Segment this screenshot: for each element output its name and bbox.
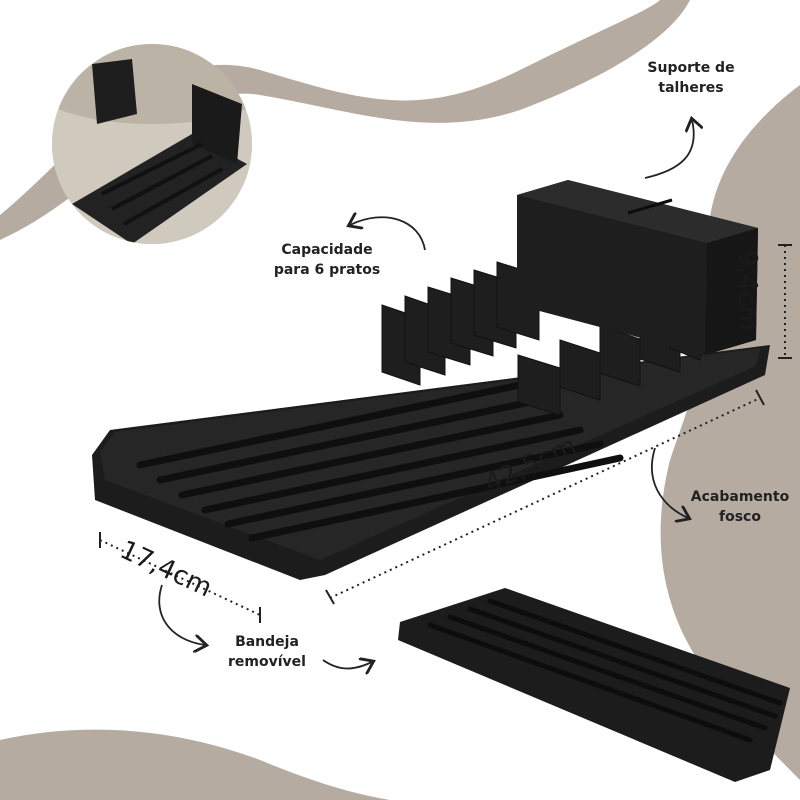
label-cutlery-holder: Suporte de talheres [647, 60, 735, 96]
rack-top-face [100, 348, 760, 560]
dish-rack [92, 180, 770, 580]
label-tray: Bandeja removível [228, 634, 306, 670]
callout-arrows [158, 120, 693, 669]
inset-photo [52, 44, 252, 244]
rack-slots [136, 381, 624, 542]
inset-rack-image [52, 44, 252, 244]
dimension-height: 9,4cm [732, 250, 762, 331]
wave-bottom [0, 729, 390, 800]
wave-right [660, 85, 800, 780]
label-finish: Acabamento fosco [690, 489, 790, 525]
cutlery-holder [517, 180, 758, 355]
label-capacity: Capacidade para 6 pratos [273, 242, 381, 278]
removable-tray [398, 588, 790, 782]
dimension-lines [99, 245, 786, 616]
